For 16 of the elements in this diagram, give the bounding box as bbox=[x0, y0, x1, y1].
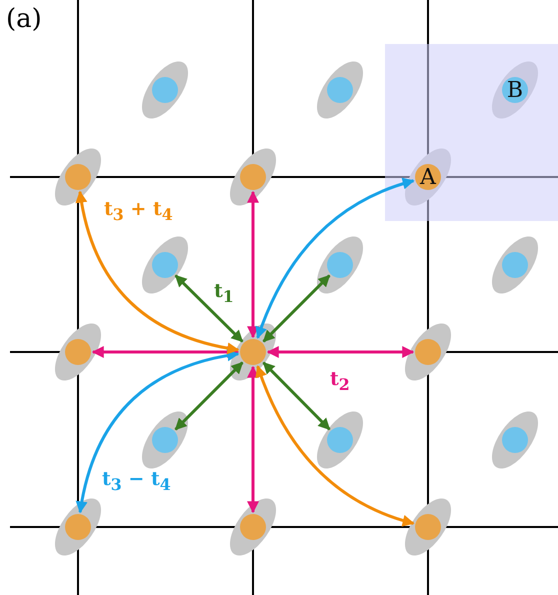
edge-label: t$_{3}$ + t$_{4}$ bbox=[102, 200, 175, 223]
hopping-arrow bbox=[262, 362, 331, 430]
hopping-arrow bbox=[262, 274, 330, 342]
hopping-arrow bbox=[76, 190, 240, 354]
hopping-arrow bbox=[256, 365, 415, 526]
hopping-arrow bbox=[266, 346, 414, 358]
hopping-arrow bbox=[256, 178, 415, 339]
hopping-arrow bbox=[174, 362, 244, 430]
hopping-arrow bbox=[92, 346, 240, 358]
hopping-arrow bbox=[247, 366, 259, 514]
edge-label: t$_{3}$ − t$_{4}$ bbox=[100, 470, 173, 493]
panel-label: (a) bbox=[6, 4, 42, 34]
hopping-arrow bbox=[247, 190, 259, 338]
shaded-region bbox=[385, 44, 558, 221]
hopping-arrow bbox=[174, 274, 244, 343]
hopping-arrow bbox=[76, 350, 240, 514]
